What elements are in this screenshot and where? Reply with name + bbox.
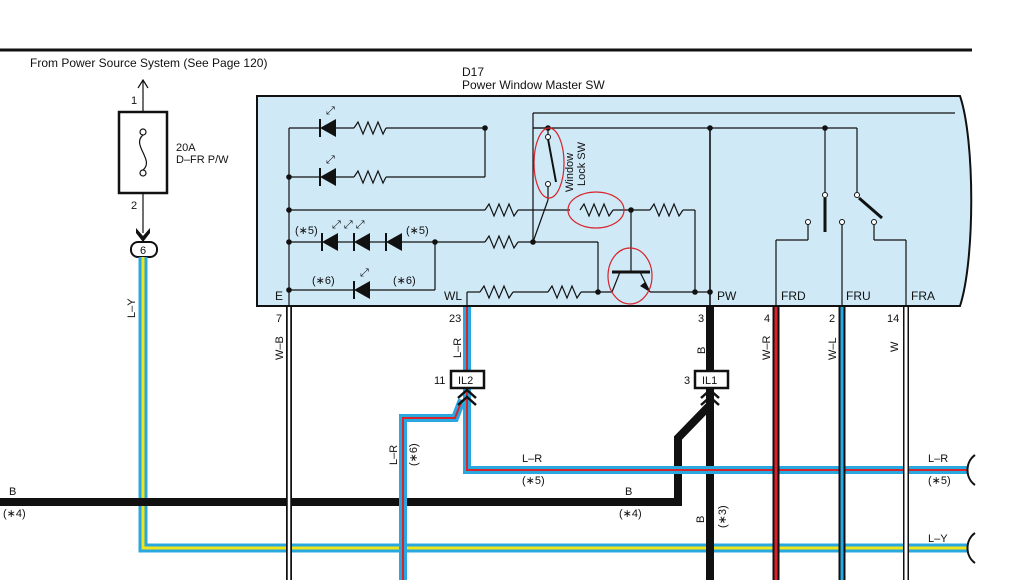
wire-lr-main bbox=[463, 306, 968, 474]
terminal-wl-pin: 23 bbox=[449, 313, 461, 325]
terminal-wl-name: WL bbox=[444, 289, 462, 303]
terminal-pw-name: PW bbox=[717, 289, 737, 303]
switch-code: D17 bbox=[462, 65, 484, 79]
svg-text:6: 6 bbox=[140, 245, 146, 257]
terminal-fru-pin: 2 bbox=[829, 313, 835, 325]
window-lock-sw-label-2: Lock SW bbox=[576, 141, 588, 186]
terminal-frd-name: FRD bbox=[781, 289, 806, 303]
led-4-rays-icon: ⤢ ⤢ ⤢ bbox=[332, 219, 365, 231]
terminal-frd-pin: 4 bbox=[764, 313, 770, 325]
switch-internal-circuit: ⤢ ⤢ ⤢ ⤢ ⤢ bbox=[286, 105, 955, 306]
highlight-resistor bbox=[567, 191, 625, 229]
note-3: (∗3) bbox=[717, 505, 729, 528]
highlight-lock-switch bbox=[533, 127, 565, 199]
switch-name: Power Window Master SW bbox=[462, 78, 605, 92]
wire-lr-branch bbox=[399, 398, 466, 580]
note-5-lr-end: (∗5) bbox=[928, 475, 951, 487]
svg-text:IL1: IL1 bbox=[702, 375, 717, 387]
wire-lr-end-label: L–R bbox=[928, 453, 948, 465]
note-5-right: (∗5) bbox=[406, 225, 429, 237]
svg-text:3: 3 bbox=[684, 375, 690, 387]
wire-b-vertical-label: B bbox=[695, 516, 707, 523]
window-lock-sw-label-1: Window bbox=[564, 153, 576, 192]
note-6-right: (∗6) bbox=[393, 275, 416, 287]
wire-b-label: B bbox=[696, 347, 708, 354]
wire-end-ly bbox=[966, 532, 976, 564]
note-4-left: (∗4) bbox=[3, 508, 26, 520]
led-1-rays-icon: ⤢ bbox=[326, 105, 335, 117]
led-2-rays-icon: ⤢ bbox=[326, 154, 335, 166]
fuse-name: D–FR P/W bbox=[176, 154, 229, 166]
terminal-e-pin: 7 bbox=[276, 313, 282, 325]
terminal-pw-pin: 3 bbox=[698, 313, 704, 325]
wire-b-horizontal bbox=[0, 402, 713, 506]
note-4-mid: (∗4) bbox=[619, 508, 642, 520]
wire-wl-label: W–L bbox=[827, 337, 839, 360]
fuse: 1 20A D–FR P/W 2 bbox=[117, 78, 229, 233]
note-5-left: (∗5) bbox=[295, 225, 318, 237]
fuse-rating: 20A bbox=[176, 142, 196, 154]
wire-end-lr bbox=[966, 454, 976, 486]
fuse-pin-top: 1 bbox=[131, 95, 137, 107]
terminal-fra-pin: 14 bbox=[887, 313, 899, 325]
fuse-pin-bottom: 2 bbox=[131, 200, 137, 212]
terminal-e-name: E bbox=[275, 289, 283, 303]
wire-ly bbox=[138, 257, 968, 553]
wire-ly-vertical-label: L–Y bbox=[126, 298, 138, 318]
wire-w-label: W bbox=[889, 341, 901, 352]
note-6-left: (∗6) bbox=[312, 275, 335, 287]
connector-il2: 11 IL2 bbox=[434, 369, 486, 406]
wire-wb-label: W–B bbox=[274, 336, 286, 360]
terminal-fra-name: FRA bbox=[911, 289, 935, 303]
note-6-branch: (∗6) bbox=[408, 443, 420, 466]
wire-lr-horizontal-label: L–R bbox=[522, 453, 542, 465]
wire-wr-label: W–R bbox=[761, 336, 773, 361]
wire-lr-label: L–R bbox=[452, 338, 464, 358]
highlight-transistor bbox=[607, 247, 653, 305]
wire-ly-end-label: L–Y bbox=[928, 533, 948, 545]
svg-text:IL2: IL2 bbox=[458, 375, 473, 387]
wire-lr-branch-label: L–R bbox=[388, 445, 400, 465]
power-source-label: From Power Source System (See Page 120) bbox=[30, 56, 267, 70]
led-5-rays-icon: ⤢ bbox=[360, 267, 369, 279]
connector-pin-6: 6 bbox=[130, 228, 158, 258]
svg-text:11: 11 bbox=[434, 375, 445, 387]
terminal-fru-name: FRU bbox=[846, 289, 871, 303]
wire-b-left-label: B bbox=[9, 486, 16, 498]
wire-b-mid-label: B bbox=[625, 486, 632, 498]
connector-il1: 3 IL1 bbox=[684, 369, 730, 406]
note-5-lr: (∗5) bbox=[522, 475, 545, 487]
